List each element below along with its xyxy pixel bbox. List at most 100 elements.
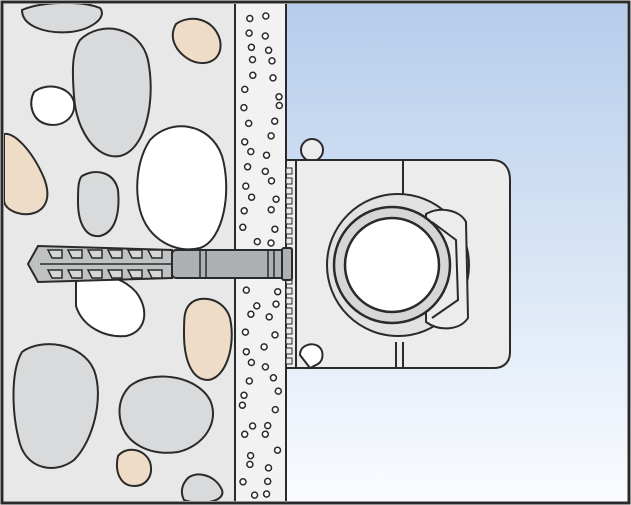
stone: [30, 85, 76, 126]
plug-tooth: [46, 269, 63, 279]
serration-tooth: [285, 237, 293, 245]
plaster-pore: [249, 71, 257, 80]
screw-collar: [281, 247, 293, 281]
plaster-pore: [265, 313, 273, 321]
stone: [136, 125, 228, 251]
plaster-pore: [242, 286, 251, 294]
serration-tooth: [285, 207, 293, 215]
plaster-pore: [247, 43, 256, 52]
serration-tooth: [285, 217, 293, 225]
plaster-pore: [247, 193, 256, 201]
plaster-pore: [247, 358, 256, 367]
plaster-pore: [269, 374, 278, 382]
plug-tooth: [66, 269, 83, 279]
plaster-pore: [267, 205, 275, 214]
serration-tooth: [285, 287, 293, 295]
serration-tooth: [285, 357, 293, 365]
plug-tooth: [106, 249, 123, 259]
plaster-pore: [267, 132, 275, 140]
plaster-pore: [246, 460, 254, 469]
plaster-pore: [248, 422, 257, 430]
plaster-pore: [275, 93, 283, 101]
plaster-pore: [273, 446, 282, 454]
plaster-pore: [239, 478, 247, 486]
stone: [118, 375, 214, 454]
plaster-pore: [240, 391, 248, 400]
plaster-pore: [261, 430, 270, 438]
plug-tooth: [126, 269, 143, 279]
plaster-pore: [260, 343, 268, 351]
serration-tooth: [285, 307, 293, 315]
plaster-pore: [262, 12, 270, 20]
plaster-pore: [244, 119, 253, 128]
plaster-pore: [271, 225, 279, 233]
plug-tooth: [86, 269, 103, 279]
plaster-pore: [261, 167, 270, 176]
plaster-pore: [253, 237, 262, 246]
serration-tooth: [285, 297, 293, 305]
stone: [4, 132, 49, 216]
wall-plug: [26, 244, 173, 284]
plaster-pore: [275, 101, 284, 110]
plaster-pore: [248, 55, 257, 64]
stone: [180, 473, 224, 501]
serration-tooth: [285, 227, 293, 235]
plaster-pore: [240, 138, 249, 146]
clip-bottom-notch: [298, 343, 324, 370]
serration-tooth: [285, 187, 293, 195]
aggregate-stones: [4, 4, 233, 501]
plaster-pore: [270, 117, 279, 125]
serration-tooth: [285, 317, 293, 325]
stone: [116, 448, 152, 488]
stone: [76, 171, 120, 238]
plaster-pore: [243, 163, 252, 171]
plaster-pore: [245, 377, 254, 385]
serration-tooth: [285, 177, 293, 185]
plaster-pore: [242, 182, 250, 190]
plaster-pore: [272, 195, 280, 203]
serration-tooth: [285, 197, 293, 205]
screw-shank: [171, 249, 291, 279]
plug-tooth: [126, 249, 143, 259]
plaster-pore: [268, 57, 276, 65]
plaster-pore: [263, 477, 272, 486]
plug-tooth: [46, 249, 63, 259]
plaster-pore: [250, 491, 259, 499]
plaster-pore: [241, 328, 250, 336]
plaster-pore: [273, 287, 282, 296]
plaster-pore: [261, 32, 270, 40]
plug-tooth: [106, 269, 123, 279]
plaster-pore: [253, 302, 261, 310]
plug-tooth: [146, 269, 163, 279]
plaster-pore: [247, 310, 255, 318]
pipe: [332, 205, 452, 325]
plug-tooth: [66, 249, 83, 259]
plug-teeth: [46, 249, 163, 279]
stone: [182, 297, 233, 382]
stone: [171, 17, 222, 65]
serration-tooth: [285, 327, 293, 335]
plaster-pore: [240, 430, 249, 439]
plaster-pore: [271, 331, 279, 339]
stone: [20, 4, 103, 34]
clip-top-knob: [300, 138, 324, 162]
plaster-pore: [274, 387, 283, 395]
plaster-pore: [261, 363, 270, 371]
plug-tooth: [86, 249, 103, 259]
plaster-pore: [246, 451, 255, 460]
plaster-pore: [246, 14, 254, 23]
plaster-pore: [238, 401, 247, 409]
plaster-pore: [241, 85, 249, 94]
plaster-pore: [245, 29, 253, 37]
plaster-pore: [247, 147, 255, 156]
plaster-pore: [272, 300, 280, 308]
plaster-pore: [269, 74, 277, 82]
plaster-pore: [267, 239, 275, 247]
plaster-pore: [239, 223, 247, 232]
clip-hinge-detail: [431, 221, 460, 319]
plaster-pore: [264, 464, 273, 472]
serration-tooth: [285, 167, 293, 175]
